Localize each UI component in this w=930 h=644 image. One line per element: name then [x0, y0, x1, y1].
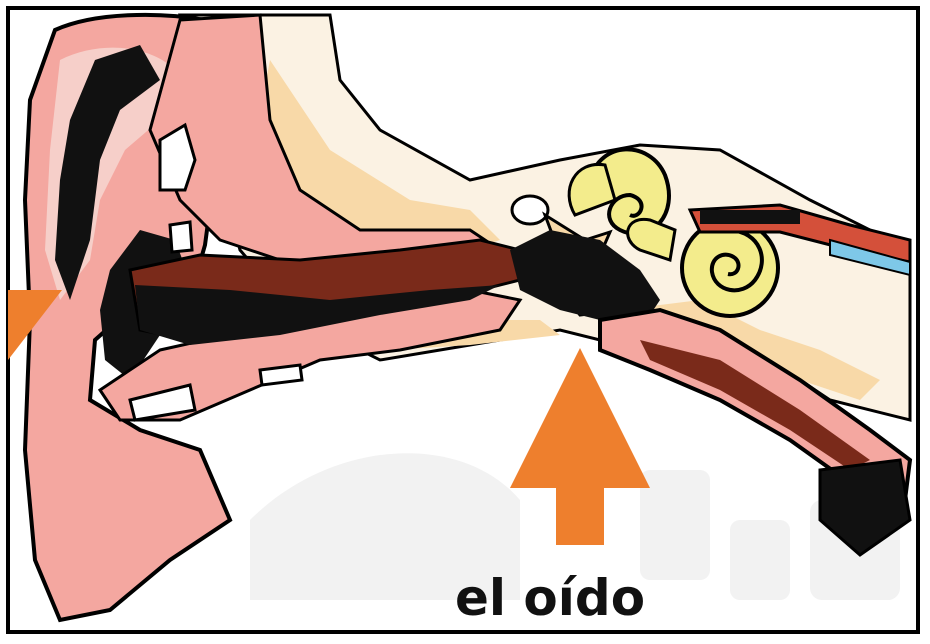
caption-label: el oído — [420, 568, 680, 628]
arrow-up-icon — [510, 348, 650, 545]
